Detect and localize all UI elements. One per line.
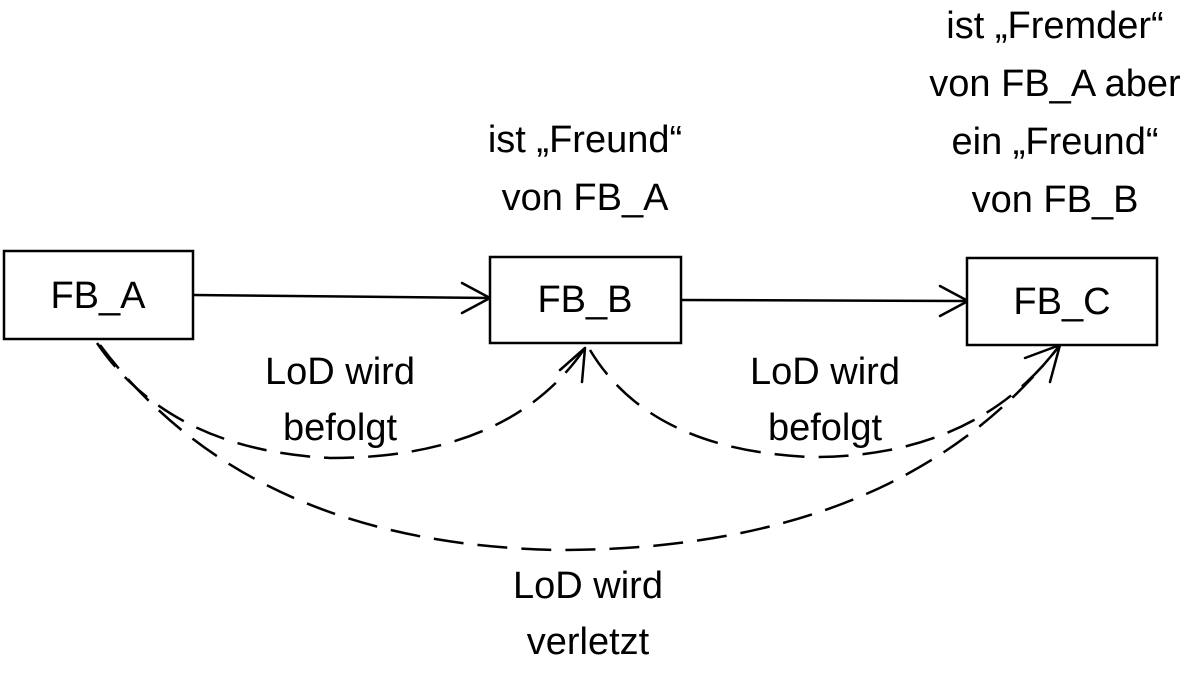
- label-a-to-c: LoD wird verletzt: [513, 565, 663, 663]
- label-a-to-b: LoD wird befolgt: [265, 351, 415, 449]
- node-fb-a: FB_A: [2, 249, 195, 341]
- node-fb-a-label: FB_A: [50, 275, 146, 317]
- node-fb-c: FB_C: [965, 256, 1159, 347]
- note-fb-c: ist „Fremder“ von FB_A aber ein „Freund“…: [929, 5, 1181, 221]
- node-fb-c-label: FB_C: [1013, 281, 1110, 323]
- label-a-to-b-line-1: LoD wird: [265, 351, 415, 393]
- label-b-to-c-line-1: LoD wird: [750, 351, 900, 393]
- note-fb-b: ist „Freund“ von FB_A: [488, 119, 682, 219]
- dashed-arc-a-to-b: [95, 342, 587, 460]
- label-a-to-b-line-2: befolgt: [283, 407, 398, 449]
- note-fb-c-line-3: ein „Freund“: [952, 121, 1159, 163]
- dashed-arc-a-to-c: [99, 344, 1061, 552]
- edge-b-to-c: [680, 298, 968, 303]
- label-a-to-c-line-1: LoD wird: [513, 565, 663, 607]
- note-fb-c-line-1: ist „Fremder“: [946, 5, 1163, 47]
- note-fb-c-line-4: von FB_B: [972, 179, 1139, 221]
- dashed-arc-b-to-c: [588, 344, 1061, 459]
- note-fb-c-line-2: von FB_A aber: [929, 63, 1181, 105]
- label-a-to-c-line-2: verletzt: [527, 621, 650, 663]
- arrowhead-dashed-a-to-b: [558, 346, 587, 384]
- label-b-to-c: LoD wird befolgt: [750, 351, 900, 449]
- edge-a-to-b: [192, 293, 491, 300]
- note-fb-b-line-1: ist „Freund“: [488, 119, 682, 161]
- label-b-to-c-line-2: befolgt: [768, 407, 883, 449]
- node-fb-b-label: FB_B: [537, 279, 632, 321]
- node-fb-b: FB_B: [488, 255, 683, 345]
- note-fb-b-line-2: von FB_A: [502, 177, 670, 219]
